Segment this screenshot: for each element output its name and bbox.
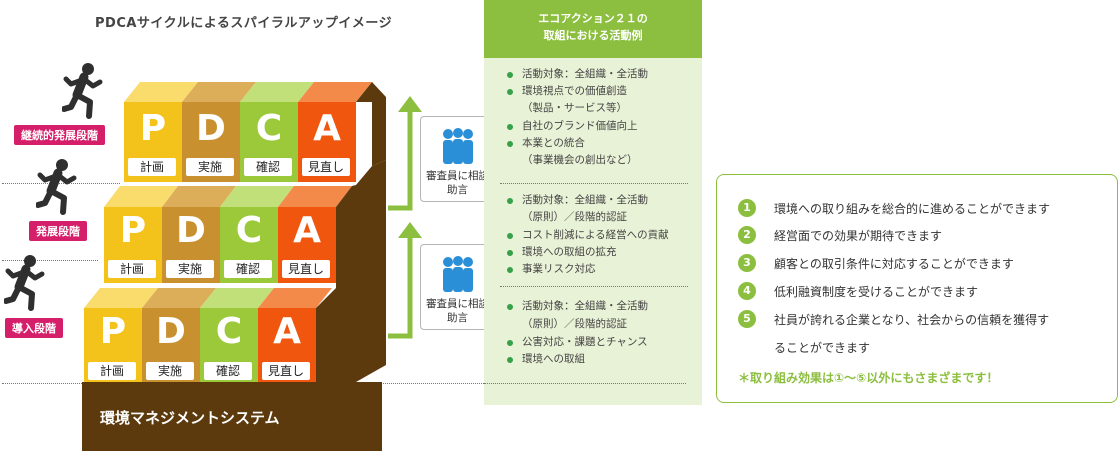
- bullet-dot: [507, 141, 513, 147]
- activities-panel-header: エコアクション２１の 取組における活動例: [484, 0, 702, 58]
- level-line-middle: [2, 260, 98, 261]
- bottom-letter-p: P: [99, 311, 127, 352]
- bullet-dot: [507, 198, 513, 204]
- consult-label: 助言: [447, 184, 468, 196]
- benefits-box: [716, 174, 1118, 403]
- top-letter-a: A: [313, 108, 341, 149]
- activity-item: 環境への取組: [522, 353, 585, 365]
- activity-item-cont: （製品・サービス等）: [522, 102, 627, 114]
- activity-item: 公害対応・課題とチャンス: [522, 336, 648, 348]
- activity-item: 自社のブランド価値向上: [522, 120, 638, 132]
- middle-letter-p: P: [119, 210, 147, 251]
- middle-letter-c: C: [235, 210, 263, 251]
- benefit-item: 低利融資制度を受けることができます: [774, 285, 979, 299]
- stage-badge-development: 発展段階: [29, 221, 87, 241]
- benefit-item: 環境への取り組みを総合的に進めることができます: [774, 202, 1051, 216]
- panel-header-line1: エコアクション２１の: [538, 12, 648, 25]
- diagram-title: PDCAサイクルによるスパイラルアップイメージ: [95, 16, 393, 31]
- activity-item: 事業リスク対応: [522, 263, 596, 275]
- bullet-dot: [507, 267, 513, 273]
- middle-tag-check: 確認: [224, 260, 272, 278]
- benefit-number-badge: 5: [738, 310, 756, 328]
- people-group-icon: [443, 128, 473, 164]
- benefit-item: 顧客との取引条件に対応することができます: [774, 257, 1014, 271]
- activity-item: 活動対象：全組織・全活動: [522, 194, 648, 206]
- bottom-tag-do: 実施: [146, 362, 194, 380]
- activity-item: 環境視点での価値創造: [522, 85, 627, 97]
- panel-separator-1: [500, 183, 688, 184]
- bottom-letter-c: C: [215, 311, 243, 352]
- consult-label: 審査員に相談: [426, 170, 489, 182]
- panel-header-line2: 取組における活動例: [543, 29, 643, 42]
- bottom-letter-a: A: [273, 311, 301, 352]
- staircase-shading: [84, 82, 386, 382]
- benefit-number-badge: 1: [738, 199, 756, 217]
- bullet-dot: [507, 124, 513, 130]
- activity-item: コスト削減による経営への貢献: [522, 229, 669, 241]
- middle-tag-plan: 計画: [108, 260, 156, 278]
- running-person-icon: [36, 159, 77, 215]
- people-group-icon: [443, 256, 473, 292]
- top-tag-check: 確認: [244, 158, 292, 176]
- bullet-dot: [507, 357, 513, 363]
- up-arrow-icon: [388, 222, 422, 339]
- benefits-note: ＊取り組み効果は①〜⑤以外にもさまざまです！: [738, 371, 999, 385]
- top-tag-act: 見直し: [302, 158, 350, 176]
- top-tag-plan: 計画: [128, 158, 176, 176]
- benefit-item: 社員が誇れる企業となり、社会からの信頼を獲得す: [774, 313, 1050, 327]
- top-tag-do: 実施: [186, 158, 234, 176]
- bullet-dot: [507, 304, 513, 310]
- middle-letter-a: A: [293, 210, 321, 251]
- middle-letter-d: D: [176, 210, 206, 251]
- activity-item-cont: （原則）／段階的認証: [522, 211, 627, 223]
- panel-separator-2: [500, 286, 688, 287]
- bottom-tag-act: 見直し: [262, 362, 310, 380]
- level-line-top: [2, 183, 120, 184]
- bullet-dot: [507, 233, 513, 239]
- bottom-tag-check: 確認: [204, 362, 252, 380]
- running-person-icon: [4, 255, 45, 311]
- top-letter-d: D: [196, 108, 226, 149]
- consult-box-upper: 審査員に相談 助言: [420, 116, 495, 202]
- activity-item: 環境への取組の拡充: [522, 246, 617, 258]
- activity-item-cont: （事業機会の創出など）: [522, 154, 638, 166]
- level-line-bottom-panel: [484, 383, 686, 384]
- benefit-number-badge: 3: [738, 254, 756, 272]
- top-letter-c: C: [255, 108, 283, 149]
- bullet-dot: [507, 72, 513, 78]
- activity-item: 本業との統合: [522, 137, 585, 149]
- activities-panel: [484, 0, 702, 405]
- bullet-dot: [507, 250, 513, 256]
- benefit-item-cont: ることができます: [774, 341, 871, 355]
- bottom-tag-plan: 計画: [88, 362, 136, 380]
- benefit-number-badge: 2: [738, 226, 756, 244]
- middle-tag-act: 見直し: [282, 260, 330, 278]
- activity-item-cont: （原則）／段階的認証: [522, 318, 627, 330]
- stage-badge-continuous: 継続的発展段階: [14, 125, 105, 145]
- base-block: [82, 382, 382, 451]
- bullet-dot: [507, 340, 513, 346]
- stage-badge-introduction: 導入段階: [5, 318, 63, 338]
- benefit-number-badge: 4: [738, 282, 756, 300]
- running-person-icon: [62, 63, 103, 119]
- middle-tag-do: 実施: [166, 260, 214, 278]
- top-letter-p: P: [139, 108, 167, 149]
- consult-label: 助言: [447, 312, 468, 324]
- bullet-dot: [507, 89, 513, 95]
- activity-item: 活動対象：全組織・全活動: [522, 68, 648, 80]
- base-label: 環境マネジメントシステム: [100, 409, 280, 427]
- benefit-item: 経営面での効果が期待できます: [774, 229, 943, 243]
- activity-item: 活動対象：全組織・全活動: [522, 300, 648, 312]
- consult-label: 審査員に相談: [426, 298, 489, 310]
- bottom-letter-d: D: [156, 311, 186, 352]
- up-arrow-icon: [388, 96, 422, 211]
